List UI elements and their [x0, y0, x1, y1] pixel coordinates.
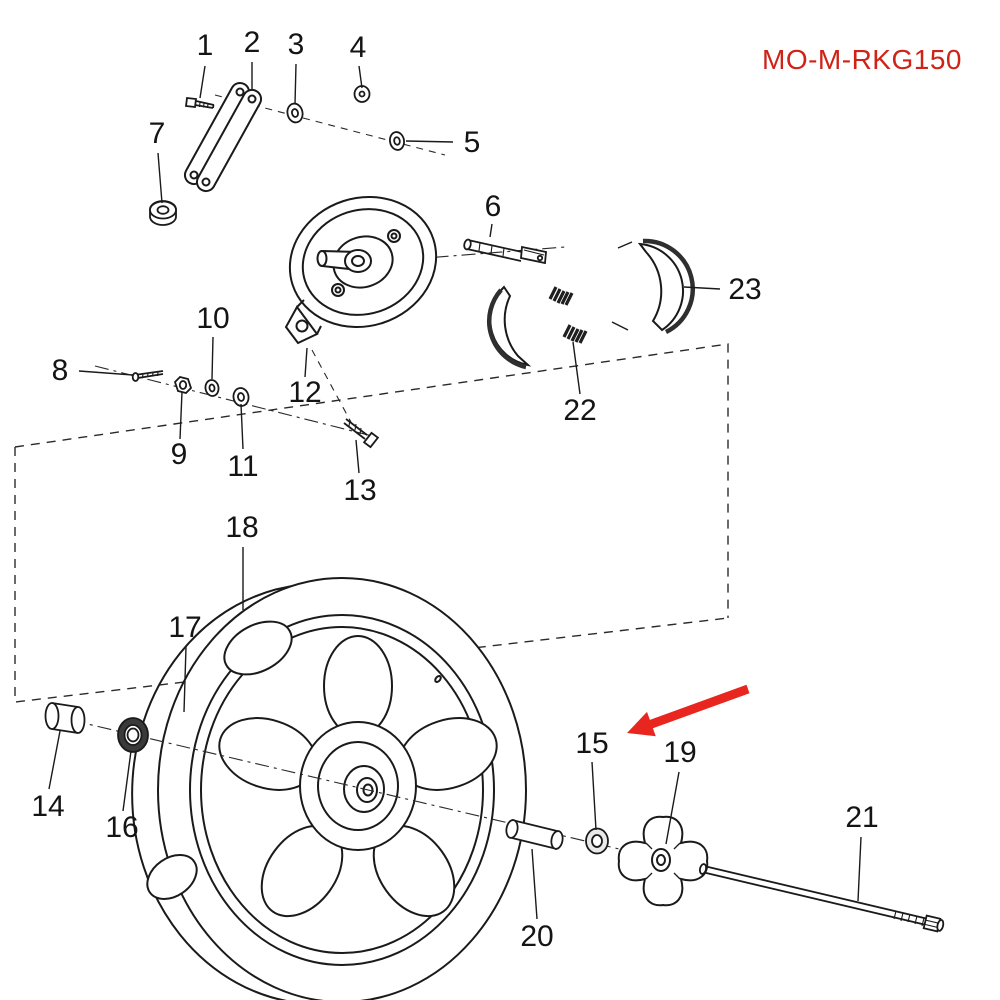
part-label-2: 2 — [243, 26, 261, 59]
part-label-20: 20 — [520, 920, 554, 953]
part-label-16: 16 — [105, 811, 139, 844]
part-label-5: 5 — [463, 126, 481, 159]
hub-damper-drawing — [617, 815, 709, 907]
wheel-drawing — [131, 577, 527, 1000]
part-label-9: 9 — [170, 438, 188, 471]
part-label-18: 18 — [225, 511, 259, 544]
valve-stem-icon — [434, 675, 442, 683]
part-label-7: 7 — [148, 117, 166, 150]
spacer-collar-drawing — [505, 819, 564, 850]
pointer-arrow-icon — [627, 684, 750, 737]
part-label-23: 23 — [728, 273, 762, 306]
part-label-6: 6 — [484, 190, 502, 223]
part-label-10: 10 — [196, 302, 230, 335]
brake-camshaft-drawing — [463, 238, 547, 265]
leader-lines — [48, 62, 862, 920]
axle-drawing — [698, 863, 945, 933]
part-label-14: 14 — [31, 790, 65, 823]
part-label-4: 4 — [349, 31, 367, 64]
part-label-15: 15 — [575, 727, 609, 760]
part-label-21: 21 — [845, 801, 879, 834]
small-hardware-drawing — [44, 85, 405, 753]
brake-shoes-drawing — [486, 238, 695, 370]
part-label-8: 8 — [51, 354, 69, 387]
shoe-springs-drawing — [548, 286, 588, 344]
part-label-11: 11 — [227, 450, 259, 483]
axle-washer-drawing — [585, 827, 609, 855]
part-label-13: 13 — [343, 474, 377, 507]
torque-link-drawing — [183, 81, 263, 193]
part-label-17: 17 — [168, 611, 202, 644]
part-label-3: 3 — [287, 28, 305, 61]
part-label-19: 19 — [663, 736, 697, 769]
part-label-22: 22 — [563, 394, 597, 427]
diagram-code: MO-M-RKG150 — [762, 44, 962, 75]
brake-panel-drawing — [284, 195, 438, 345]
part-label-1: 1 — [196, 29, 214, 62]
part-label-12: 12 — [288, 376, 322, 409]
